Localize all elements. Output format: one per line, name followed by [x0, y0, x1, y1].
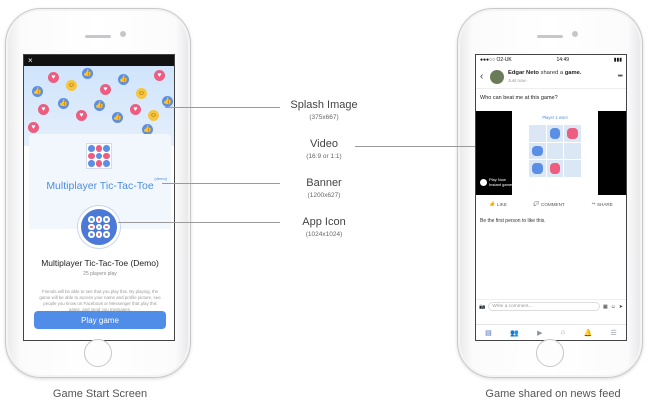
like-icon: 👍: [162, 96, 173, 107]
players-count: 25 players play: [83, 271, 117, 277]
splash-image: 👍 ♥ ☺ 👍 ♥ 👍 ☺ ♥ ♥ 👍 ♥ 👍 👍 ♥ ☺ 👍 ♥ 👍: [24, 66, 174, 146]
send-icon[interactable]: ➤: [618, 303, 623, 310]
annotation-video-title: Video: [310, 138, 338, 150]
share-icon: ↪: [591, 201, 595, 206]
love-icon: ♥: [76, 110, 87, 121]
be-first-text: Be the first person to like this.: [480, 218, 546, 224]
game-card: Multiplayer Tic-Tac-Toe (demo) Multiplay…: [29, 134, 171, 340]
gif-icon[interactable]: ▦: [602, 303, 608, 310]
game-start-screen: × 👍 ♥ ☺ 👍 ♥ 👍 ☺ ♥ ♥ 👍 ♥ 👍 👍 ♥ ☺ 👍 ♥ 👍: [23, 54, 175, 341]
haha-icon: ☺: [148, 110, 159, 121]
love-icon: ♥: [28, 122, 39, 133]
love-icon: ♥: [154, 70, 165, 81]
post-text: Who can beat me at this game?: [480, 95, 558, 101]
play-game-button[interactable]: Play game: [34, 311, 166, 329]
tab-bar: ▤ 👥 ▶ ⌂ 🔔 ☰: [476, 324, 626, 340]
post-author-line: Edgar Neto shared a game. Just now ·: [508, 70, 618, 84]
front-camera: [120, 31, 126, 37]
back-arrow-icon[interactable]: ‹: [480, 71, 484, 82]
home-button[interactable]: [84, 339, 112, 367]
like-icon: 👍: [82, 68, 93, 79]
like-button[interactable]: 👍LIKE: [489, 201, 507, 207]
banner-board-icon: [86, 143, 112, 169]
like-icon: 👍: [142, 124, 153, 135]
video-board: [529, 125, 581, 177]
more-icon[interactable]: •••: [617, 73, 623, 80]
game-name: Multiplayer Tic-Tac-Toe (Demo): [41, 258, 159, 268]
tab-friends-icon[interactable]: 👥: [510, 329, 519, 337]
author-name[interactable]: Edgar Neto: [508, 69, 539, 76]
tab-video-icon[interactable]: ▶: [537, 329, 543, 337]
love-icon: ♥: [48, 72, 59, 83]
caption-right: Game shared on news feed: [485, 388, 621, 400]
tab-marketplace-icon[interactable]: ⌂: [560, 329, 566, 336]
comment-icon: 💬: [533, 201, 539, 206]
permission-text: Friends will be able to see that you pla…: [39, 289, 161, 312]
phone-right: ●●●○○ O2-UK 14:49 ▮▮▮ ‹ Edgar Neto share…: [457, 8, 643, 378]
video[interactable]: Player 1 won! Play Now Instant game: [476, 111, 626, 195]
like-icon: 👍: [58, 98, 69, 109]
love-icon: ♥: [130, 104, 141, 115]
clock: 14:49: [556, 57, 570, 63]
battery-icon: ▮▮▮: [613, 57, 622, 63]
game-icon: [480, 178, 487, 186]
annotation-app-icon-title: App Icon: [302, 216, 346, 228]
sticker-icon[interactable]: ☺: [610, 303, 616, 310]
action-object[interactable]: game.: [564, 69, 582, 76]
love-icon: ♥: [38, 104, 49, 115]
avatar[interactable]: [490, 69, 504, 84]
video-frame: Player 1 won!: [512, 111, 598, 195]
annotation-banner-title: Banner: [306, 177, 342, 189]
annotation-splash-title: Splash Image: [290, 99, 358, 111]
annotation-app-icon-sub: (1024x1024): [305, 231, 343, 238]
love-icon: ♥: [100, 84, 111, 95]
caption-left: Game Start Screen: [52, 388, 148, 400]
news-feed-screen: ●●●○○ O2-UK 14:49 ▮▮▮ ‹ Edgar Neto share…: [475, 54, 627, 341]
post-actions: 👍LIKE 💬COMMENT ↪SHARE: [476, 201, 626, 207]
carrier: ●●●○○ O2-UK: [480, 57, 512, 63]
home-button[interactable]: [536, 339, 564, 367]
banner-pointer-line: [162, 183, 280, 184]
player-turn: Player 1 won!: [542, 115, 568, 120]
tab-notifications-icon[interactable]: 🔔: [583, 329, 593, 337]
annotation-splash-sub: (375x667): [309, 114, 339, 121]
action-prefix: shared a: [540, 69, 564, 76]
tab-menu-icon[interactable]: ☰: [610, 329, 617, 337]
camera-icon[interactable]: 📷: [479, 303, 486, 310]
top-bar: ×: [24, 55, 174, 66]
video-pointer-line: [355, 146, 475, 147]
comment-bar: 📷 Write a comment... ▦ ☺ ➤: [476, 299, 626, 313]
comment-button[interactable]: 💬COMMENT: [533, 201, 565, 207]
annotation-video-sub: (16:9 or 1:1): [306, 153, 342, 160]
like-icon: 👍: [118, 74, 129, 85]
post-time: Just now ·: [508, 77, 529, 83]
haha-icon: ☺: [66, 80, 77, 91]
phone-left: × 👍 ♥ ☺ 👍 ♥ 👍 ☺ ♥ ♥ 👍 ♥ 👍 👍 ♥ ☺ 👍 ♥ 👍: [5, 8, 191, 378]
banner-title: Multiplayer Tic-Tac-Toe: [46, 180, 154, 192]
share-button[interactable]: ↪SHARE: [591, 201, 613, 207]
play-now-sub: Instant game: [489, 182, 513, 187]
front-camera: [572, 31, 578, 37]
status-bar: ●●●○○ O2-UK 14:49 ▮▮▮: [476, 55, 626, 65]
post-header: ‹ Edgar Neto shared a game. Just now · •…: [476, 65, 626, 89]
annotation-banner-sub: (1200x627): [307, 192, 341, 199]
speaker: [537, 35, 563, 38]
like-icon: 👍: [94, 100, 105, 111]
app-icon: [78, 206, 120, 248]
comment-input[interactable]: Write a comment...: [488, 302, 600, 311]
close-button[interactable]: ×: [28, 56, 33, 65]
like-icon: 👍: [32, 86, 43, 97]
play-now-label: Play Now: [489, 177, 506, 182]
thumb-up-icon: 👍: [489, 201, 495, 206]
like-icon: 👍: [112, 112, 123, 123]
play-now-badge[interactable]: Play Now Instant game: [480, 177, 512, 187]
splash-pointer-line: [165, 107, 280, 108]
app-icon-pointer-line: [118, 222, 280, 223]
haha-icon: ☺: [136, 88, 147, 99]
speaker: [85, 35, 111, 38]
tab-news-feed-icon[interactable]: ▤: [485, 329, 492, 337]
demo-tag: (demo): [154, 176, 167, 181]
